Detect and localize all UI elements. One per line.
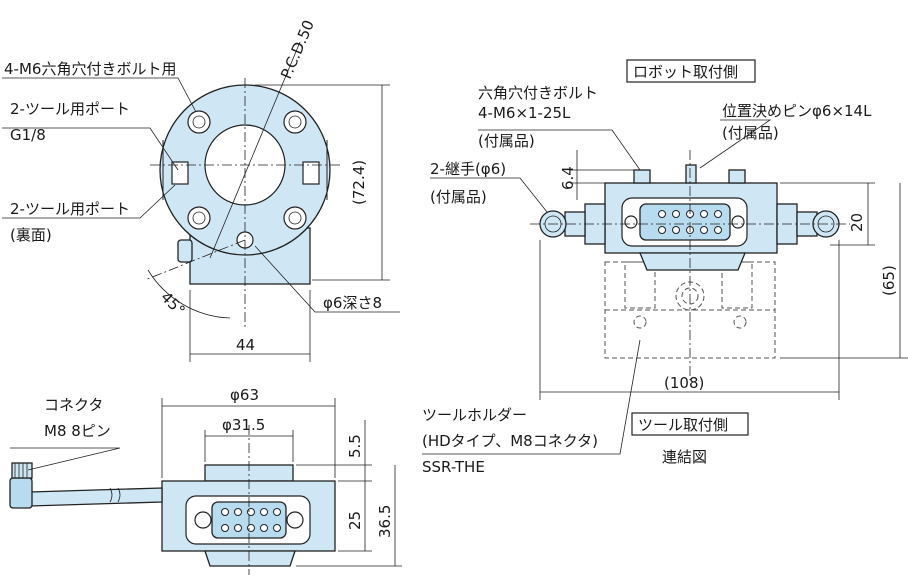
leader-tool-port-2 [2,184,176,219]
dim-72-4: (72.4) [350,160,368,205]
dim-phi63: φ63 [230,386,259,404]
side-view-feet [204,550,296,567]
dim-44: 44 [236,336,255,354]
leader-connector [10,447,121,471]
m8-plug [9,477,33,509]
leader-hole-depth [254,245,400,313]
bolt-hole-group [187,110,307,230]
robot-side-label: ロボット取付側 [633,63,738,81]
hex-bolt-label: 六角穴付きボルト [478,84,598,102]
tool-port-2-label: 2-ツール用ポート [10,200,130,218]
dim-6-4: 6.4 [559,166,577,190]
fitting-note: (付属品) [430,188,487,206]
assembly-lower [639,252,746,271]
hole-depth-label: φ6深さ8 [323,294,382,312]
locating-pin-note: (付属品) [722,124,779,142]
bolt-head-left [633,169,651,184]
fitting-label: 2-継手(φ6) [430,160,506,178]
dim-phi31-5: φ31.5 [222,416,265,434]
connector-spec: M8 8ピン [44,422,111,440]
cable [29,487,163,507]
bolt-holes-label: 4-M6六角穴付きボルト用 [4,60,176,78]
locating-pin-label: 位置決めピンφ6×14L [722,102,872,120]
leader-tool-port-1 [2,127,179,171]
dim-108: (108) [664,374,704,392]
dim-25: 25 [346,511,364,530]
robot-side-box [626,59,756,83]
locating-pin [685,164,697,184]
port-fitting [177,239,193,263]
angle-arc [147,269,231,319]
connector-label: コネクタ [44,396,103,414]
hex-bolt-note: (付属品) [478,132,535,150]
tool-holder-label: ツールホルダー [422,406,527,424]
hex-bolt-size: 4-M6×1-25L [478,104,571,122]
dim-65: (65) [880,265,898,296]
leader-fitting [430,177,548,213]
tool-side-label: ツール取付側 [638,416,728,434]
bolt-head-right [728,169,746,184]
side-port-right [302,161,320,185]
tool-port-1-size: G1/8 [10,126,46,144]
side-view: φ63 φ31.5 5.5 25 36.5 [9,386,402,575]
pcd-label: P.C.D.50 [277,17,318,81]
tool-port-1-label: 2-ツール用ポート [10,100,130,118]
tool-holder-type: (HDタイプ、M8コネクタ) [422,432,598,450]
assembly-view: 6.4 20 (65) (108) [422,119,908,455]
dim-45: 45° [157,288,189,320]
tool-side-box [631,412,749,436]
dim-36-5: 36.5 [376,505,394,538]
dim-5-5: 5.5 [346,434,364,458]
tool-holder-model: SSR-THE [422,458,485,476]
dim-20: 20 [848,213,866,232]
leader-bolt-holes [2,77,197,113]
leader-tool-holder [422,339,641,455]
pcd-leader [209,41,301,259]
assembly-view-label: 連結図 [662,448,707,466]
leader-locating-pin [699,119,772,169]
tool-port-2-note: (裏面) [10,226,52,244]
leader-hex-bolt [478,129,641,171]
